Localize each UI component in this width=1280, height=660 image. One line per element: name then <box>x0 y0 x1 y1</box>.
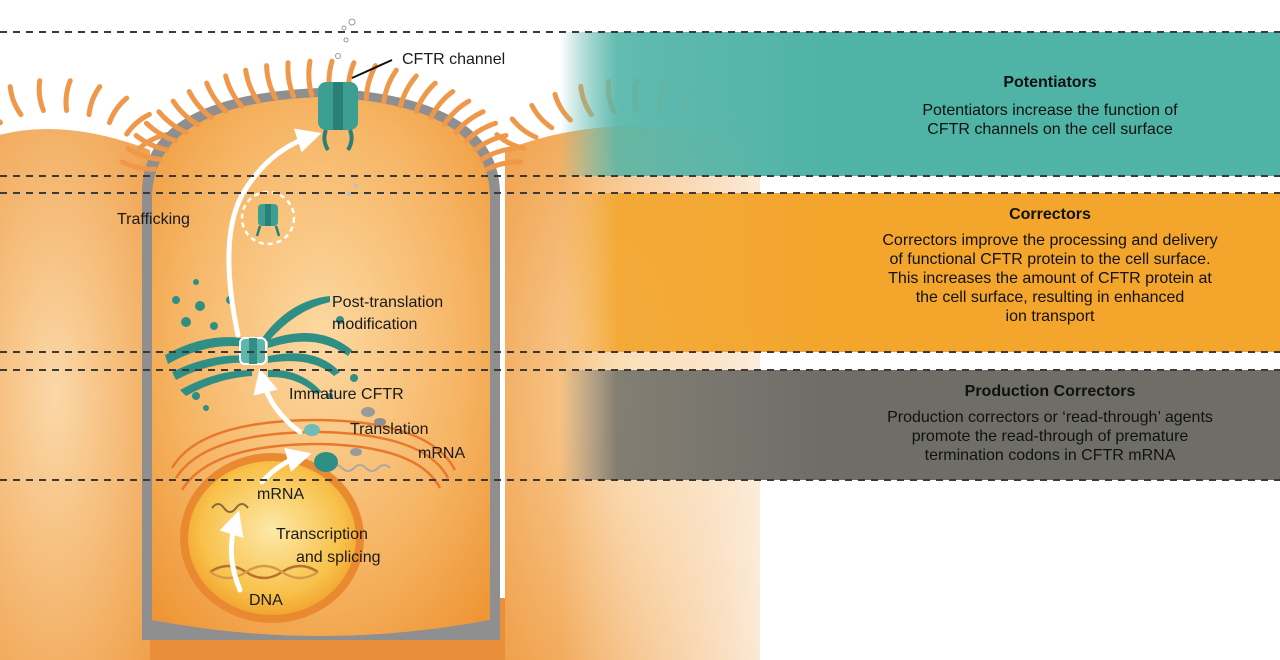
microvillus <box>509 116 539 140</box>
potentiators-panel <box>820 32 1280 176</box>
production-correctors-description: Production correctors or ‘read-through’ … <box>820 408 1280 465</box>
microvillus <box>479 145 517 162</box>
nucleus <box>188 461 356 615</box>
microvillus <box>381 67 399 105</box>
vesicle-cftr-icon <box>255 204 281 237</box>
transport-vesicle <box>240 190 296 246</box>
microvillus <box>428 89 456 120</box>
microvillus <box>453 109 486 135</box>
cytoplasm-mrna-label: mRNA <box>418 445 466 462</box>
production-correctors-panel <box>820 370 1280 480</box>
correctors-band-fade <box>560 193 820 352</box>
microvillus <box>204 80 229 114</box>
microvillus <box>463 120 499 144</box>
dna-helix-icon <box>209 564 319 580</box>
cftr-channel-label: CFTR channel <box>402 51 506 68</box>
potentiators-description: Potentiators increase the function of CF… <box>820 101 1280 139</box>
central-microvilli <box>119 58 523 172</box>
golgi-apparatus-icon <box>165 279 358 411</box>
potentiators-title: Potentiators <box>1003 74 1097 91</box>
microvillus <box>243 67 261 105</box>
production-correctors-band-fade <box>560 370 820 480</box>
microvillus <box>86 84 103 118</box>
microvillus <box>125 145 163 162</box>
nucleus-mrna-label: mRNA <box>257 486 305 503</box>
microvillus <box>413 80 438 114</box>
microvillus <box>0 118 4 126</box>
production-correctors-title: Production Correctors <box>964 383 1136 400</box>
microvillus <box>472 133 509 153</box>
microvillus <box>143 120 179 144</box>
correctors-line-3: This increases the amount of CFTR protei… <box>888 270 1212 287</box>
correctors-line-4: the cell surface, resulting in enhanced <box>915 289 1185 306</box>
correctors-description: Correctors improve the processing and de… <box>820 231 1280 326</box>
trafficking-label: Trafficking <box>117 211 190 228</box>
production-correctors-line-1: Production correctors or ‘read-through’ … <box>887 409 1213 426</box>
microvillus <box>484 159 523 172</box>
potentiators-line-1: Potentiators increase the function of <box>922 102 1178 119</box>
microvillus <box>186 89 214 120</box>
microvillus <box>285 60 297 99</box>
microvillus <box>529 102 555 131</box>
cftr-channel-leader-line <box>351 59 393 79</box>
dna-label: DNA <box>249 592 283 609</box>
microvillus <box>306 58 315 98</box>
ribosome-icon <box>304 407 386 472</box>
microvillus <box>133 133 170 153</box>
translation-arrow <box>253 368 303 435</box>
microvillus <box>119 159 158 172</box>
microvillus <box>264 63 279 101</box>
microvillus <box>156 109 189 135</box>
microvillus <box>63 78 73 114</box>
transcription-arrow <box>219 510 244 593</box>
correctors-panel <box>820 193 1280 352</box>
post-translation-label: Post-translation <box>332 294 444 311</box>
trafficking-arrow <box>226 128 322 338</box>
endoplasmic-reticulum <box>170 418 457 491</box>
left-neighbour-cell <box>0 129 150 660</box>
export-arrow <box>259 447 312 485</box>
microvillus <box>170 98 201 128</box>
microvillus <box>124 111 152 137</box>
correctors-title: Correctors <box>1009 206 1091 223</box>
production-correctors-line-2: promote the read-through of premature <box>911 428 1189 445</box>
correctors-line-1: Correctors improve the processing and de… <box>882 232 1218 249</box>
correctors-line-5: ion transport <box>1005 308 1095 325</box>
modification-label: modification <box>332 316 418 333</box>
microvillus <box>223 73 245 109</box>
microvillus <box>7 84 24 118</box>
microvillus <box>441 98 472 128</box>
microvillus <box>397 73 419 109</box>
cytoplasm-mrna-strand-icon <box>329 464 391 472</box>
microvillus <box>36 78 46 114</box>
splicing-label: and splicing <box>296 549 381 566</box>
transcription-label: Transcription <box>276 526 368 543</box>
potentiators-line-2: CFTR channels on the cell surface <box>927 121 1173 138</box>
potentiators-band-fade <box>560 32 820 176</box>
microvillus <box>106 95 130 126</box>
immature-cftr-label: Immature CFTR <box>289 386 404 403</box>
correctors-line-2: of functional CFTR protein to the cell s… <box>889 251 1211 268</box>
cftr-channel-icon <box>318 18 358 196</box>
production-correctors-line-3: termination codons in CFTR mRNA <box>924 447 1176 464</box>
band-dividers <box>0 31 1280 481</box>
translation-label: Translation <box>350 421 429 438</box>
process-arrows <box>219 128 322 593</box>
